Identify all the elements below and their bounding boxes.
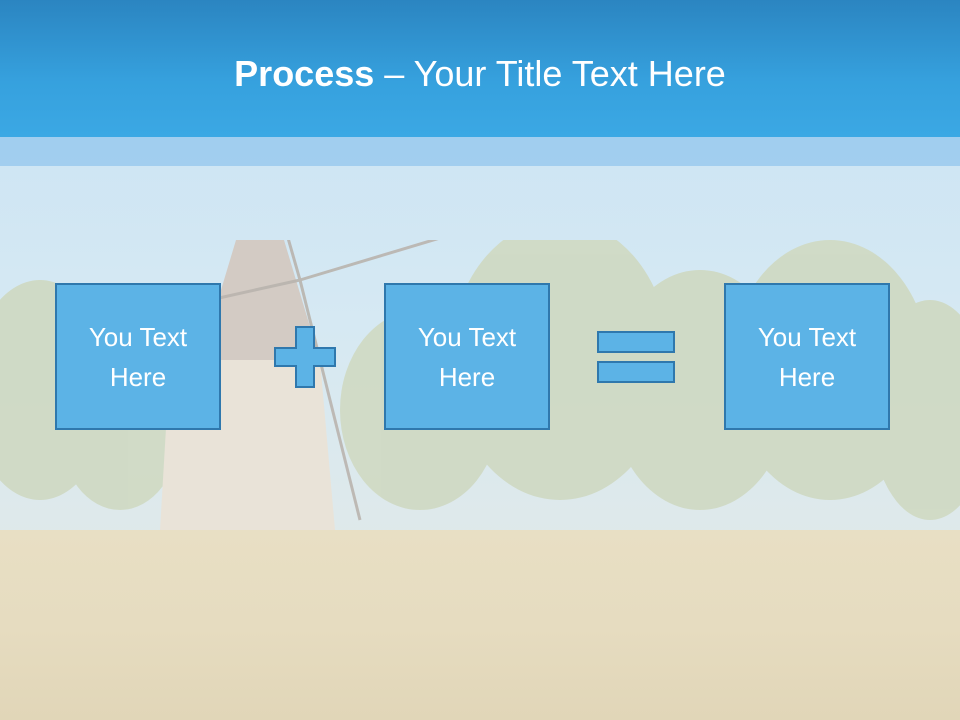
process-box-3-text: You Text Here — [757, 321, 857, 392]
title-rest: – Your Title Text Here — [374, 53, 726, 94]
process-box-1-text: You Text Here — [88, 321, 188, 392]
equals-icon — [597, 331, 677, 385]
process-box-3[interactable]: You Text Here — [724, 283, 890, 430]
wheat-field — [0, 530, 960, 720]
process-box-1[interactable]: You Text Here — [55, 283, 221, 430]
process-box-2-text: You Text Here — [417, 321, 517, 392]
plus-icon — [274, 326, 336, 388]
header-subband — [0, 137, 960, 166]
process-box-2[interactable]: You Text Here — [384, 283, 550, 430]
header-band — [0, 0, 960, 137]
title-bold: Process — [234, 53, 375, 94]
slide-title: Process – Your Title Text Here — [0, 52, 960, 96]
